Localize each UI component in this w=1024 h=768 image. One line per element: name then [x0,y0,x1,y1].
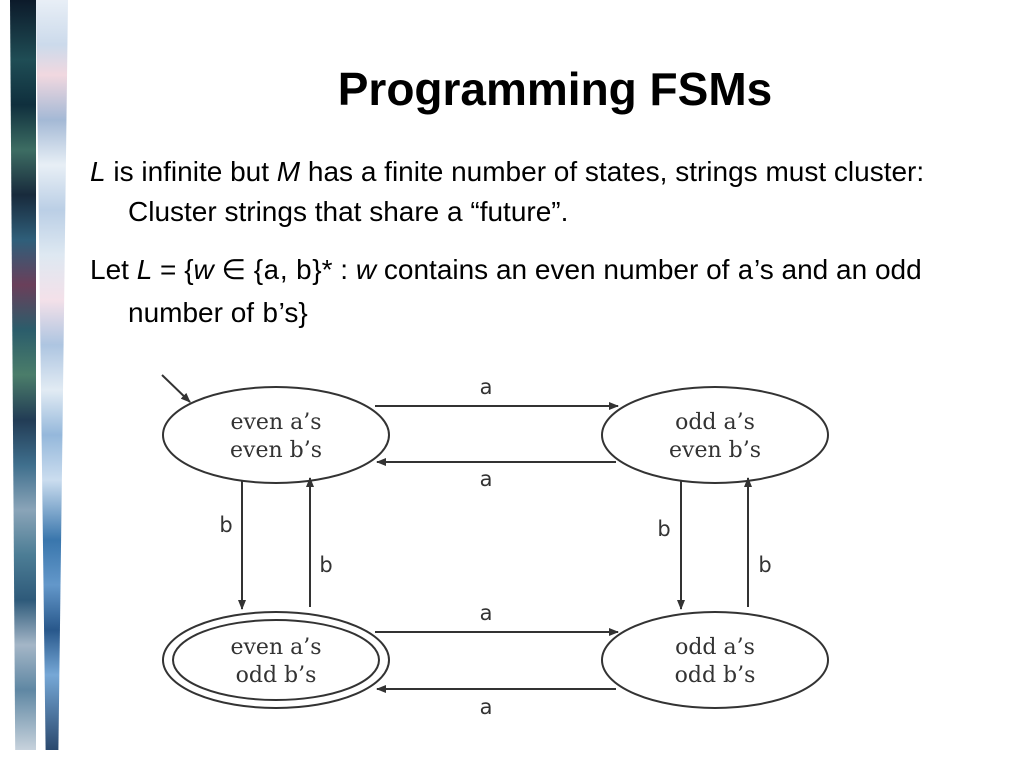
state-oe [601,386,829,484]
state-eo [162,611,390,709]
bullet1-text-b: has a finite number of states, strings m… [128,156,925,227]
state-eo-accepting-ring [172,619,380,701]
bullet2-text-5: ∈ { [213,254,264,285]
bullet2-symbol-w: w [193,254,214,285]
transition-label-oe-to-ee: a [480,467,493,491]
state-ee [162,386,390,484]
state-eo-label-line1: even a’s [230,635,321,660]
start-arrow [161,374,191,403]
bullet1-symbol-L: L [90,156,106,187]
state-oe-label-line1: odd a’s [675,410,755,435]
bullet2-text-13: ’s and an odd number of [128,254,922,328]
transition-label-eo-to-ee: b [319,553,332,577]
transition-label-ee-to-oe: a [480,375,493,399]
bullet2-symbol-b: b [295,257,313,288]
state-oe-label-line2: even b’s [669,438,761,463]
bullet2-symbol-a: a [263,257,280,288]
state-eo-label-line2: odd b’s [236,663,317,688]
transition-label-eo-to-oo: a [480,601,493,625]
bullet2-text-11: contains an even number of [376,254,738,285]
bullet2-text-9: }* : [312,254,356,285]
transition-label-oo-to-oe: b [758,553,771,577]
bullet2-symbol-b2: b [261,300,279,331]
state-ee-label-line1: even a’s [230,410,321,435]
bullet2-text-7: , [279,254,296,285]
bullet2-symbol-L: L [136,254,153,285]
state-oo-label-line1: odd a’s [675,635,755,660]
bullet2-text-1: Let [90,254,137,285]
state-ee-label-line2: even b’s [230,438,322,463]
state-oo-label-line2: odd b’s [675,663,756,688]
transition-label-oo-to-eo: a [480,695,493,719]
bullet2-symbol-w2: w [355,254,377,285]
slide-title: Programming FSMs [337,63,773,115]
bullet1-text-a: is infinite but [105,156,277,187]
bullet-language-definition: Let L = {w ∈ {a, b}* : w contains an eve… [90,250,978,336]
bullet1-symbol-M: M [276,156,301,187]
bullet2-text-3: = { [152,254,194,285]
bullet2-symbol-a2: a [737,257,755,288]
state-oo [601,611,829,709]
transition-label-oe-to-oo: b [657,517,670,541]
transition-label-ee-to-eo: b [219,513,232,537]
bullet-infinite-language: L is infinite but M has a finite number … [90,152,978,232]
bullet2-text-15: ’s} [278,297,308,328]
